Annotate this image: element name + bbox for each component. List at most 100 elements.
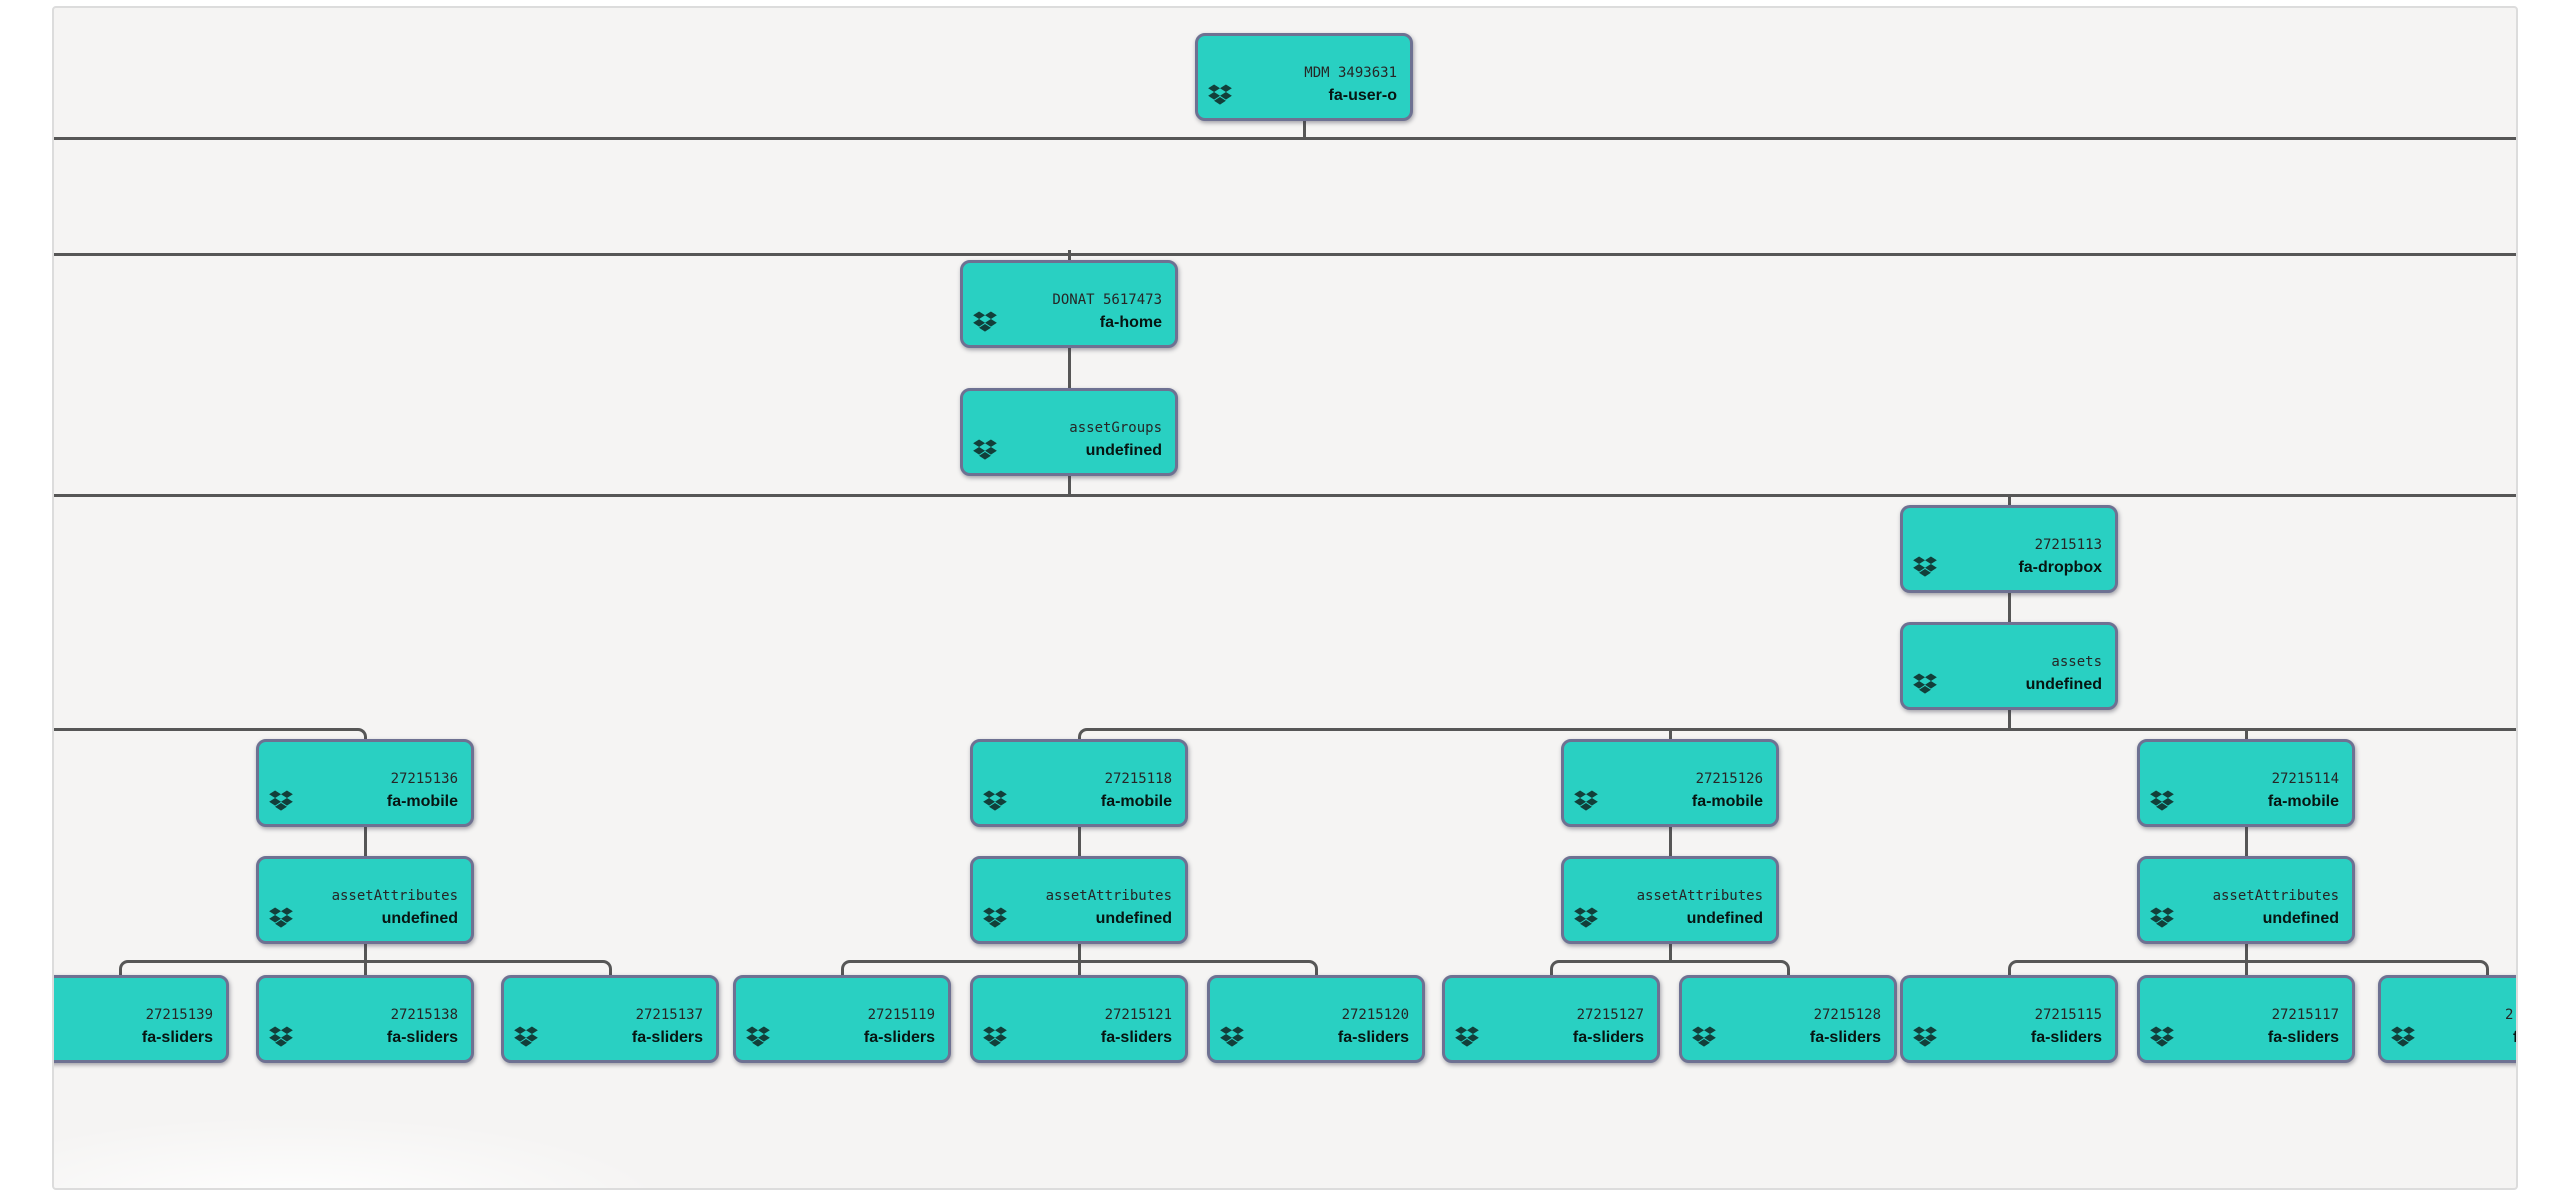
- dropbox-icon: [2391, 1025, 2415, 1048]
- node-number: 27215117: [2271, 1007, 2339, 1023]
- connector-bracket: [1077, 728, 2516, 742]
- connector-line: [54, 494, 2516, 497]
- node-number: 27215113: [2034, 537, 2102, 553]
- node-label: fa-sliders: [863, 1029, 935, 1046]
- dropbox-icon: [983, 906, 1007, 929]
- node-label: fa-sliders: [1809, 1029, 1881, 1046]
- node-number: 27215138: [390, 1007, 458, 1023]
- node-label: undefined: [1095, 910, 1172, 927]
- node-number: assets: [2051, 654, 2102, 670]
- dropbox-icon: [1455, 1025, 1479, 1048]
- dropbox-icon: [269, 1025, 293, 1048]
- node-number: 27215115: [2034, 1007, 2102, 1023]
- node-label: fa: [2513, 1029, 2518, 1046]
- node-label: fa-sliders: [1337, 1029, 1409, 1046]
- org-node-attr-27215137[interactable]: 27215137 fa-sliders: [501, 975, 719, 1063]
- node-number: 27215120: [1341, 1007, 1409, 1023]
- dropbox-icon: [1574, 906, 1598, 929]
- connector-stub: [1077, 942, 1081, 978]
- org-node-attr-27215139[interactable]: 27215139 fa-sliders: [54, 975, 229, 1063]
- dropbox-icon: [2150, 1025, 2174, 1048]
- node-label: undefined: [1085, 442, 1162, 459]
- dropbox-icon: [1574, 789, 1598, 812]
- node-number: DONAT 5617473: [1052, 292, 1162, 308]
- node-number: 27215126: [1695, 771, 1763, 787]
- connector-stub: [2007, 494, 2011, 508]
- dropbox-icon: [2150, 906, 2174, 929]
- node-number: assetAttributes: [1045, 888, 1172, 904]
- node-number: 27215137: [635, 1007, 703, 1023]
- connector-line: [54, 137, 2516, 140]
- org-node-root[interactable]: MDM 3493631 fa-user-o: [1195, 33, 1413, 121]
- node-label: fa-mobile: [2267, 793, 2339, 810]
- connector-stub: [363, 942, 367, 978]
- node-label: fa-sliders: [2267, 1029, 2339, 1046]
- dropbox-icon: [1913, 672, 1937, 695]
- node-number: 27215136: [390, 771, 458, 787]
- org-node-site[interactable]: DONAT 5617473 fa-home: [960, 260, 1178, 348]
- connector-stub: [1077, 825, 1081, 859]
- node-number: 27215139: [145, 1007, 213, 1023]
- dropbox-icon: [1208, 83, 1232, 106]
- node-label: undefined: [1686, 910, 1763, 927]
- node-label: fa-sliders: [1100, 1029, 1172, 1046]
- node-number: MDM 3493631: [1304, 65, 1397, 81]
- connector-stub: [2007, 708, 2011, 731]
- dropbox-icon: [973, 438, 997, 461]
- node-number: assetGroups: [1069, 420, 1162, 436]
- connector-stub: [2244, 728, 2248, 742]
- node-label: fa-dropbox: [2018, 559, 2102, 576]
- connector-stub: [2007, 591, 2011, 625]
- dropbox-icon: [1913, 555, 1937, 578]
- org-node-group-27215113[interactable]: 27215113 fa-dropbox: [1900, 505, 2118, 593]
- node-number: 27215121: [1104, 1007, 1172, 1023]
- node-number: 27215127: [1576, 1007, 1644, 1023]
- org-node-site-groups[interactable]: assetGroups undefined: [960, 388, 1178, 476]
- org-node-attr-27215138[interactable]: 27215138 fa-sliders: [256, 975, 474, 1063]
- connector-bracket: [2007, 960, 2489, 978]
- org-node-attr-clipped[interactable]: 2 fa: [2378, 975, 2518, 1063]
- node-label: fa-home: [1099, 314, 1162, 331]
- node-label: fa-sliders: [386, 1029, 458, 1046]
- dropbox-icon: [983, 789, 1007, 812]
- dropbox-icon: [983, 1025, 1007, 1048]
- connector-stub: [363, 825, 367, 859]
- node-number: 27215128: [1813, 1007, 1881, 1023]
- org-node-attr-27215121[interactable]: 27215121 fa-sliders: [970, 975, 1188, 1063]
- dropbox-icon: [514, 1025, 538, 1048]
- connector-stub: [1067, 346, 1071, 391]
- dropbox-icon: [269, 789, 293, 812]
- node-label: fa-sliders: [141, 1029, 213, 1046]
- dropbox-icon: [1692, 1025, 1716, 1048]
- connector-line: [54, 253, 2516, 256]
- org-node-attrs-27215118[interactable]: assetAttributes undefined: [970, 856, 1188, 944]
- dropbox-icon: [746, 1025, 770, 1048]
- org-node-attr-27215117[interactable]: 27215117 fa-sliders: [2137, 975, 2355, 1063]
- org-node-attr-27215128[interactable]: 27215128 fa-sliders: [1679, 975, 1897, 1063]
- org-node-attr-27215120[interactable]: 27215120 fa-sliders: [1207, 975, 1425, 1063]
- connector-stub: [1067, 250, 1071, 263]
- connector-bracket: [54, 728, 367, 742]
- dropbox-icon: [1913, 1025, 1937, 1048]
- dropbox-icon: [973, 310, 997, 333]
- node-number: assetAttributes: [331, 888, 458, 904]
- node-label: fa-user-o: [1328, 87, 1397, 104]
- node-label: fa-sliders: [631, 1029, 703, 1046]
- node-label: fa-mobile: [1100, 793, 1172, 810]
- connector-stub: [1067, 474, 1071, 497]
- connector-stub: [2244, 942, 2248, 978]
- node-number: 2: [2505, 1007, 2514, 1023]
